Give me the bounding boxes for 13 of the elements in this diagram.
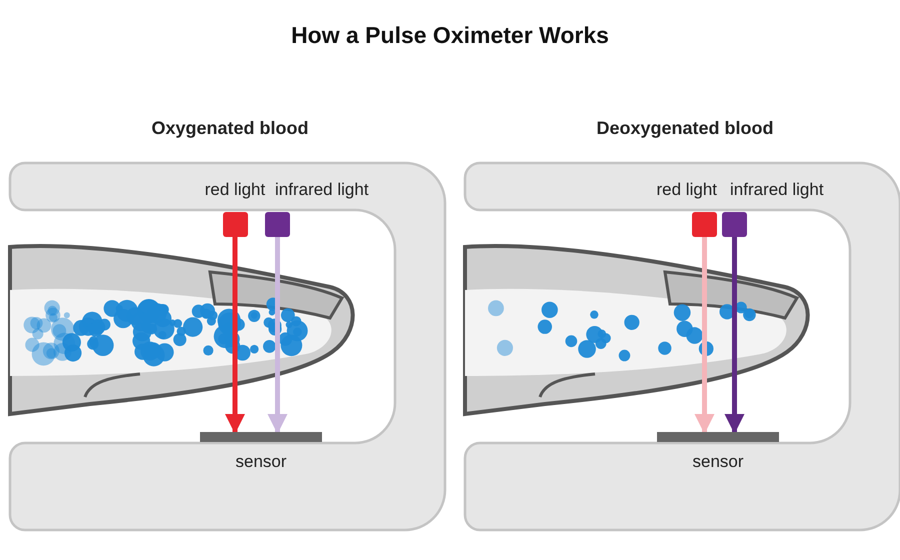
light-beam-arrow	[225, 237, 245, 434]
light-beam-arrow	[724, 237, 744, 434]
light-beam-arrow	[268, 237, 288, 434]
sensor-label: sensor	[692, 452, 744, 472]
sensor-label: sensor	[235, 452, 287, 472]
light-label: red light	[656, 180, 717, 200]
light-beam-arrow	[694, 237, 714, 434]
light-label: infrared light	[274, 180, 369, 200]
light-label: red light	[204, 180, 266, 200]
light-label: infrared light	[729, 180, 824, 200]
diagram-title: How a Pulse Oximeter Works	[290, 22, 610, 49]
panel-heading: Deoxygenated blood	[595, 118, 775, 139]
panel-heading: Oxygenated blood	[150, 118, 310, 139]
